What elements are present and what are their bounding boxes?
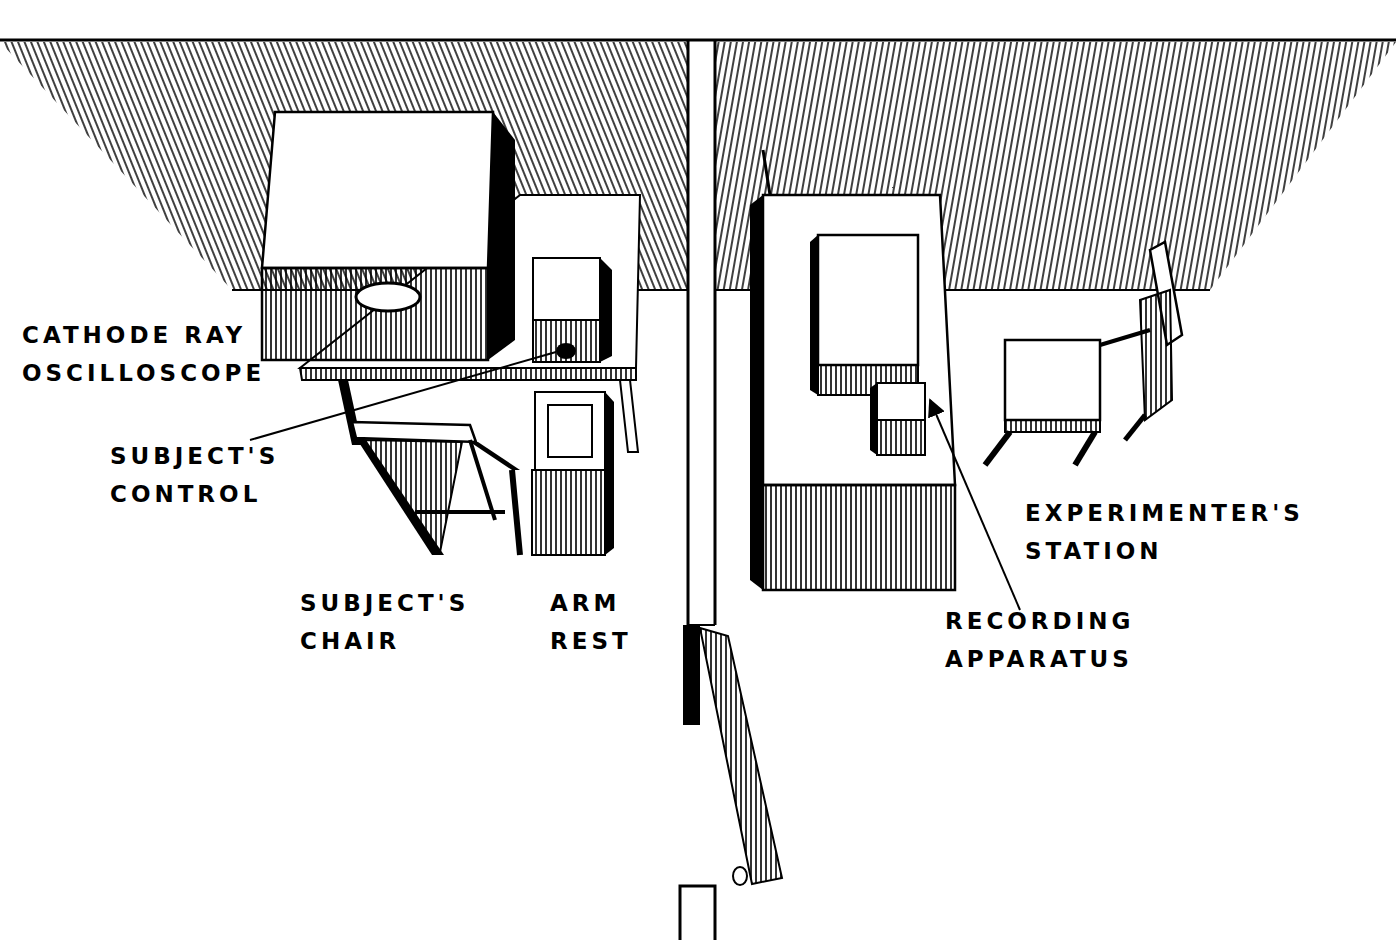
cable: [763, 150, 770, 195]
console-top: [818, 235, 918, 365]
station-side: [750, 195, 763, 590]
door-hinge: [733, 867, 747, 885]
chair-back-rail: [352, 422, 476, 442]
chair-rail: [415, 510, 505, 514]
recorder-side: [870, 383, 877, 455]
chair-seat: [1005, 340, 1100, 420]
part-label: EXPERIMENTER'S STATION: [1025, 494, 1370, 570]
door-panel: [700, 628, 782, 884]
station-front: [763, 485, 955, 590]
oscilloscope-top: [262, 112, 493, 268]
chair-leg: [356, 438, 444, 555]
chair-leg: [1075, 432, 1095, 465]
border-line: [0, 39, 1396, 42]
table-leg: [620, 380, 638, 452]
recorder-front: [877, 420, 925, 455]
leader-arrow: [930, 400, 1020, 610]
arm-rest-pad: [548, 405, 592, 457]
oscilloscope-front: [262, 268, 488, 360]
chair-leg: [1125, 415, 1145, 440]
arm-rest-top: [535, 392, 605, 470]
door-frame: [683, 625, 700, 725]
arm-rest-front: [532, 470, 605, 555]
part-label: SUBJECT'S CONTROL: [110, 437, 335, 513]
partition-wall: [687, 40, 690, 625]
control-box-side: [600, 258, 612, 362]
chair-leg: [470, 440, 495, 520]
oscilloscope-screen: [356, 283, 420, 311]
oscilloscope-side: [488, 112, 515, 360]
station-top: [763, 195, 955, 485]
leader-line: [250, 352, 556, 440]
control-box-top: [533, 258, 600, 320]
partition-wall: [714, 40, 717, 625]
chair-rail: [1100, 330, 1150, 345]
recorder-top: [877, 383, 925, 420]
door-jamb: [680, 886, 715, 940]
part-label: RECORDING APPARATUS: [945, 602, 1210, 678]
chair-seat-edge: [1005, 420, 1100, 432]
chair-back: [1140, 290, 1172, 420]
chair-leg: [512, 470, 520, 555]
console-side: [810, 235, 818, 395]
part-label: ARM REST: [550, 584, 675, 660]
chair-leg: [985, 432, 1010, 465]
part-label: SUBJECT'S CHAIR: [300, 584, 525, 660]
arm-rest-side: [605, 392, 614, 555]
part-label: CATHODE RAY OSCILLOSCOPE: [22, 316, 302, 392]
control-knob: [556, 343, 576, 359]
